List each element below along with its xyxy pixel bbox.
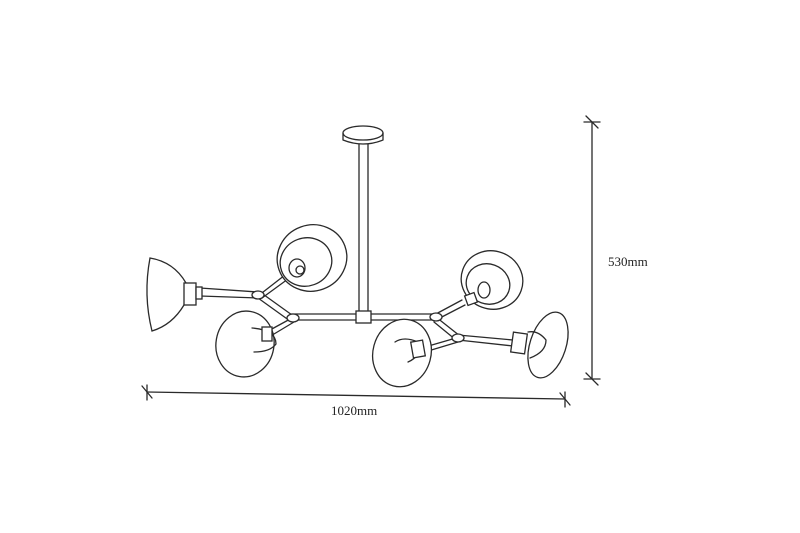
shade-far-right — [509, 311, 569, 379]
height-dimension — [583, 115, 601, 386]
height-label: 530mm — [608, 254, 648, 269]
center-stem — [358, 143, 369, 313]
width-dimension — [141, 384, 571, 408]
shade-lower-left — [215, 310, 277, 378]
shade-upper-left — [276, 224, 348, 292]
shade-upper-right — [460, 250, 524, 310]
ceiling-canopy — [342, 125, 384, 145]
right-arm — [424, 299, 514, 352]
shade-center-right — [371, 318, 433, 388]
width-label: 1020mm — [331, 403, 377, 418]
left-arm — [199, 274, 300, 335]
shade-far-left — [146, 257, 203, 332]
